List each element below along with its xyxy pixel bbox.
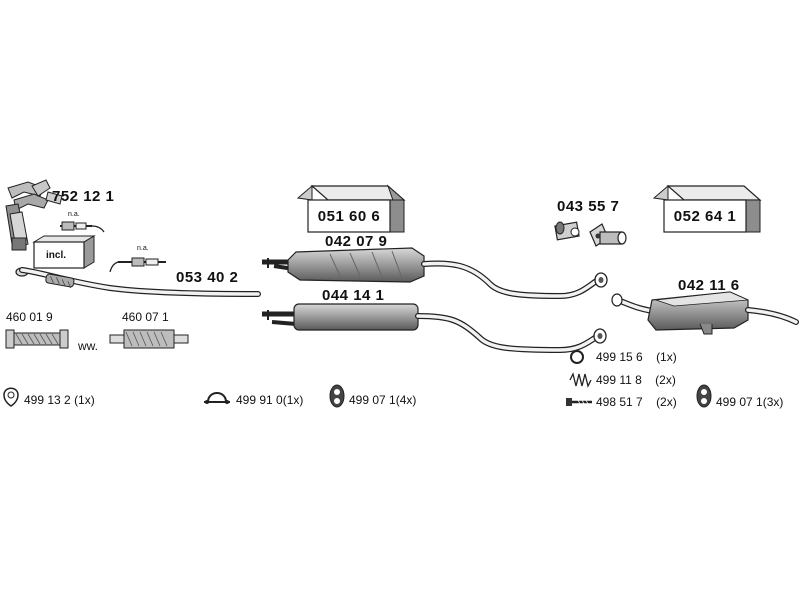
label-flex-pipe-a: 460 01 9 [6, 310, 53, 324]
hardware-qty: (1x) [656, 350, 677, 364]
front-pipe [15, 267, 261, 297]
hardware-qty: (4x) [395, 393, 417, 407]
label-not-available-1: n.a. [68, 211, 80, 218]
label-manifold: 752 12 1 [52, 188, 115, 205]
hardware-part: 499 13 2 [24, 393, 71, 407]
rear-muffler [611, 291, 799, 335]
flex-pipe-460-01-9 [5, 329, 69, 349]
parts-box-right [652, 184, 762, 233]
hardware-part: 499 07 1 [716, 395, 763, 409]
rubber-hanger-icon [696, 384, 712, 408]
hardware-part: 499 11 8 [596, 373, 642, 387]
adapter-flange-left [554, 221, 580, 241]
label-ww: ww. [78, 339, 99, 353]
rubber-hanger-icon [329, 384, 345, 408]
hardware-spring: 499 11 8 (2x) [596, 374, 676, 386]
parts-box-center [296, 184, 406, 233]
center-muffler-top [262, 247, 608, 300]
hardware-rubber-hanger-a: 499 07 1(4x) [349, 394, 416, 406]
label-not-available-2: n.a. [137, 245, 149, 252]
hardware-bolt: 498 51 7 (2x) [596, 396, 677, 408]
label-box-center: 051 60 6 [317, 207, 381, 225]
hardware-gasket: 499 13 2 (1x) [24, 394, 95, 406]
label-adapter: 043 55 7 [557, 198, 620, 215]
clamp-icon [204, 392, 230, 404]
label-included: incl. [46, 250, 67, 261]
lambda-sensor-upper [60, 221, 105, 233]
hardware-rubber-hanger-b: 499 07 1(3x) [716, 396, 783, 408]
center-muffler-bottom [262, 303, 607, 354]
hardware-qty: (3x) [762, 395, 784, 409]
spring-icon [569, 372, 592, 388]
gasket-icon [3, 387, 19, 407]
hardware-qty: (1x) [74, 393, 95, 407]
hardware-part: 499 07 1 [349, 393, 396, 407]
label-rear-muffler: 042 11 6 [678, 277, 740, 294]
hardware-qty: (1x) [282, 393, 304, 407]
exhaust-manifold-catalyst [5, 179, 63, 251]
label-front-pipe: 053 40 2 [176, 269, 239, 286]
hardware-part: 499 91 0 [236, 393, 283, 407]
hardware-part: 499 15 6 [596, 350, 643, 364]
label-center-muffler-bottom: 044 14 1 [322, 287, 385, 304]
ring-icon [570, 350, 584, 364]
gasket-kit-box [32, 235, 96, 269]
label-box-right: 052 64 1 [673, 207, 737, 225]
hardware-ring: 499 15 6 (1x) [596, 351, 677, 363]
hardware-qty: (2x) [656, 395, 677, 409]
lambda-sensor-lower [109, 257, 166, 273]
hardware-part: 498 51 7 [596, 395, 643, 409]
label-center-muffler-top: 042 07 9 [325, 233, 388, 250]
flex-pipe-460-07-1 [109, 329, 189, 349]
label-flex-pipe-b: 460 07 1 [122, 310, 169, 324]
adapter-flange-right [589, 223, 627, 247]
hardware-qty: (2x) [655, 373, 676, 387]
bolt-icon [566, 398, 592, 406]
hardware-clamp: 499 91 0(1x) [236, 394, 303, 406]
